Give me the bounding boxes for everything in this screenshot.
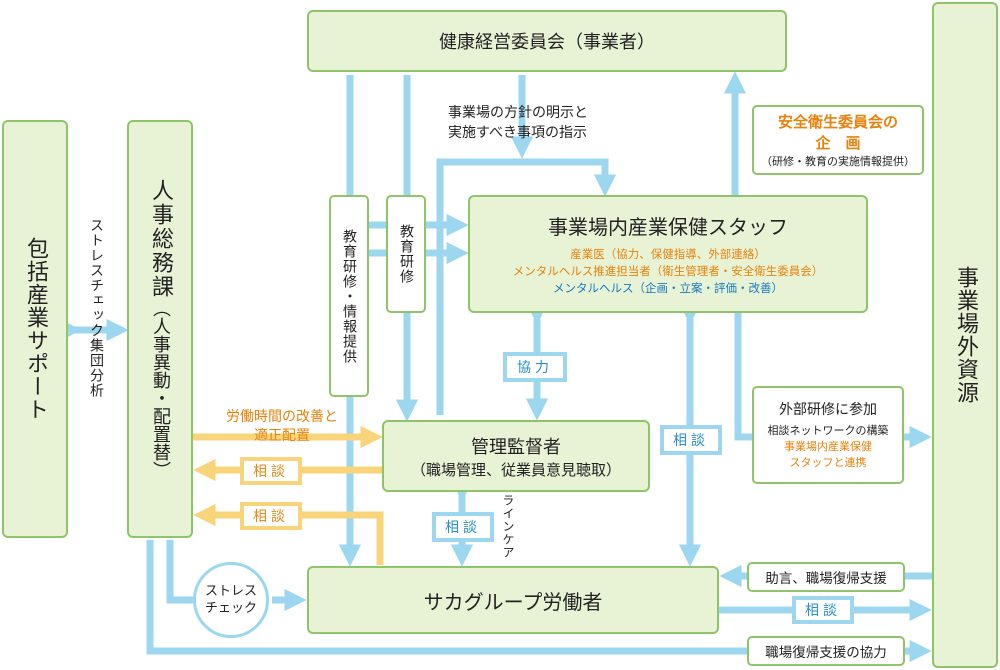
- jigyojo-gaibu-box: 事業場外資源: [932, 2, 998, 668]
- staff-title: 事業場内産業保健スタッフ: [548, 215, 788, 239]
- kanri-box: 管理監督者 （職場管理、従業員意見聴取）: [382, 420, 650, 492]
- stress-check-circle: ストレス チェック: [193, 562, 269, 638]
- kanri-sub: （職場管理、従業員意見聴取）: [410, 460, 621, 479]
- arrow-jinji-stress: [166, 540, 193, 604]
- jinji-box: 人事総務課（人事異動・配置替）: [127, 120, 193, 538]
- gaibu-kenshu-line3: スタッフと連携: [789, 456, 867, 469]
- staff-line3: メンタルヘルス（企画・立案・評価・改善）: [553, 281, 783, 295]
- anzen-sub: （研修・教育の実施情報提供）: [761, 155, 915, 168]
- soudan-tag-kanri-roudousha: 相談: [432, 512, 494, 542]
- arrow-houshin-staff: [436, 158, 617, 415]
- stress-bunseki-text: ストレスチェック集団分析: [88, 218, 104, 398]
- houshin-text: 事業場の方針の明示と 実施すべき事項の指示: [448, 105, 588, 141]
- arrow-jinji-fukki: [146, 540, 932, 663]
- kyoiku-box: 教育研修: [386, 195, 426, 313]
- anzen-line1: 安全衛生委員会の: [777, 113, 898, 131]
- line-care-text: ラインケア: [501, 494, 515, 559]
- kenko-iinkai-box: 健康経営委員会（事業者）: [307, 10, 787, 72]
- anzen-box: 安全衛生委員会の 企 画 （研修・教育の実施情報提供）: [752, 105, 924, 175]
- soudan-tag-staff: 相談: [660, 425, 722, 455]
- roudousha-label: サカグループ労働者: [423, 589, 603, 614]
- jogen-box: 助言、職場復帰支援: [747, 562, 905, 592]
- anzen-line2: 企 画: [815, 134, 861, 152]
- staff-box: 事業場内産業保健スタッフ 産業医（協力、保健指導、外部連絡） メンタルヘルス推進…: [468, 195, 868, 313]
- gaibu-kenshu-line1: 相談ネットワークの構築: [767, 424, 889, 437]
- soudan-tag-kanri: 相談: [240, 457, 302, 485]
- kyoiku-joho-box: 教育研修・情報提供: [329, 195, 369, 397]
- jinji-title: 人事総務課: [148, 179, 173, 299]
- kanri-title: 管理監督者: [471, 436, 561, 458]
- jigyojo-gaibu-label: 事業場外資源: [953, 266, 978, 404]
- gaibu-kenshu-title: 外部研修に参加: [779, 402, 877, 418]
- roudou-kaizen-text: 労働時間の改善と 適正配置: [226, 409, 338, 444]
- roudousha-box: サカグループ労働者: [307, 566, 719, 634]
- kyoryoku-tag: 協力: [503, 352, 567, 382]
- soudan-tag-roudousha: 相談: [240, 502, 302, 530]
- staff-line1: 産業医（協力、保健指導、外部連絡）: [570, 247, 766, 261]
- gaibu-kenshu-box: 外部研修に参加 相談ネットワークの構築 事業場内産業保健 スタッフと連携: [752, 386, 904, 484]
- hokatsu-label: 包括産業サポート: [23, 237, 48, 421]
- soudan-tag-gaibu: 相談: [792, 596, 854, 624]
- staff-line2: メンタルヘルス推進担当者（衛生管理者・安全衛生委員会）: [512, 264, 824, 278]
- jinji-sub: （人事異動・配置替）: [150, 299, 171, 479]
- fukki-kyoryoku-box: 職場復帰支援の協力: [747, 636, 905, 666]
- hokatsu-box: 包括産業サポート: [2, 120, 68, 538]
- gaibu-kenshu-line2: 事業場内産業保健: [784, 440, 872, 453]
- kenko-iinkai-label: 健康経営委員会（事業者）: [439, 32, 655, 53]
